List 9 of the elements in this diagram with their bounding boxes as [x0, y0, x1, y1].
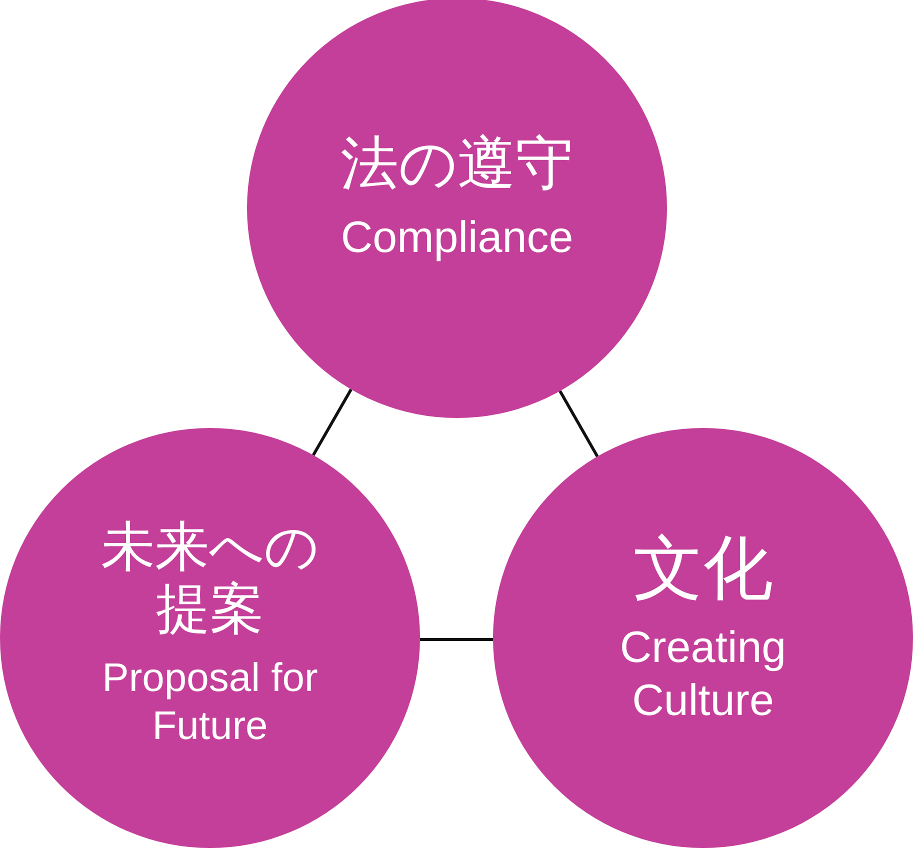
heading-text: 未来への提案 — [100, 516, 320, 640]
connector-line — [312, 388, 352, 456]
connector-line — [420, 638, 493, 641]
subtitle-text: Compliance — [340, 212, 574, 264]
subtitle-text: Proposal for Future — [101, 655, 319, 750]
subtitle-text: Creating Culture — [618, 622, 788, 728]
heading-text: 文化 — [633, 528, 773, 608]
heading-text: 法の遵守 — [340, 131, 574, 198]
connector-line — [558, 390, 599, 458]
